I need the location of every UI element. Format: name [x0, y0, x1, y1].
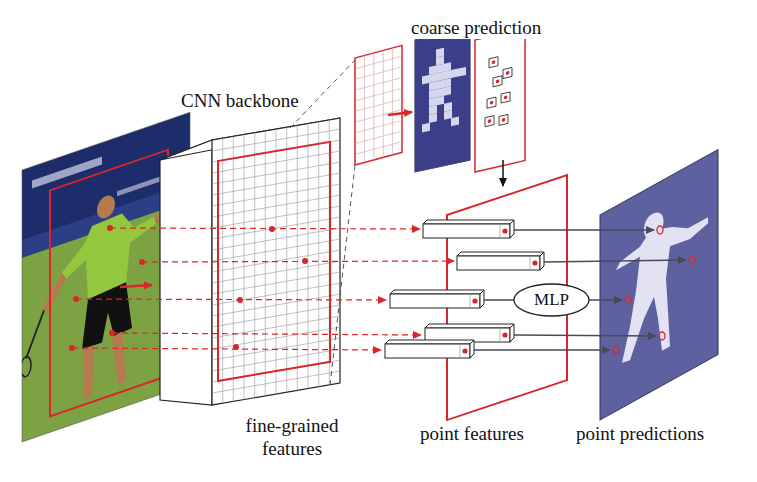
part-label: point features: [418, 422, 526, 445]
part-label: point predictions: [574, 422, 706, 445]
part-label: coarse prediction: [409, 16, 543, 39]
part-label: CNN backbone: [179, 89, 301, 112]
input-arrow: [120, 285, 152, 287]
coarse-arrow: [388, 112, 412, 115]
mlp-oval: MLP: [513, 283, 590, 317]
down-arrow: [502, 160, 504, 186]
sampling-lines: [72, 228, 454, 350]
point-selection-plane: [475, 28, 525, 172]
coarse-mask-plane: [415, 28, 470, 172]
point-predictions-plane: [600, 150, 718, 420]
prediction-points: [613, 226, 695, 354]
oval-shape: [514, 284, 589, 316]
coarse-grid-plane: [355, 45, 402, 165]
node-text: MLP: [534, 290, 569, 310]
part-label: fine-grained features: [231, 414, 353, 460]
feature-vectors: [385, 220, 544, 358]
sample-dots: [69, 225, 145, 351]
